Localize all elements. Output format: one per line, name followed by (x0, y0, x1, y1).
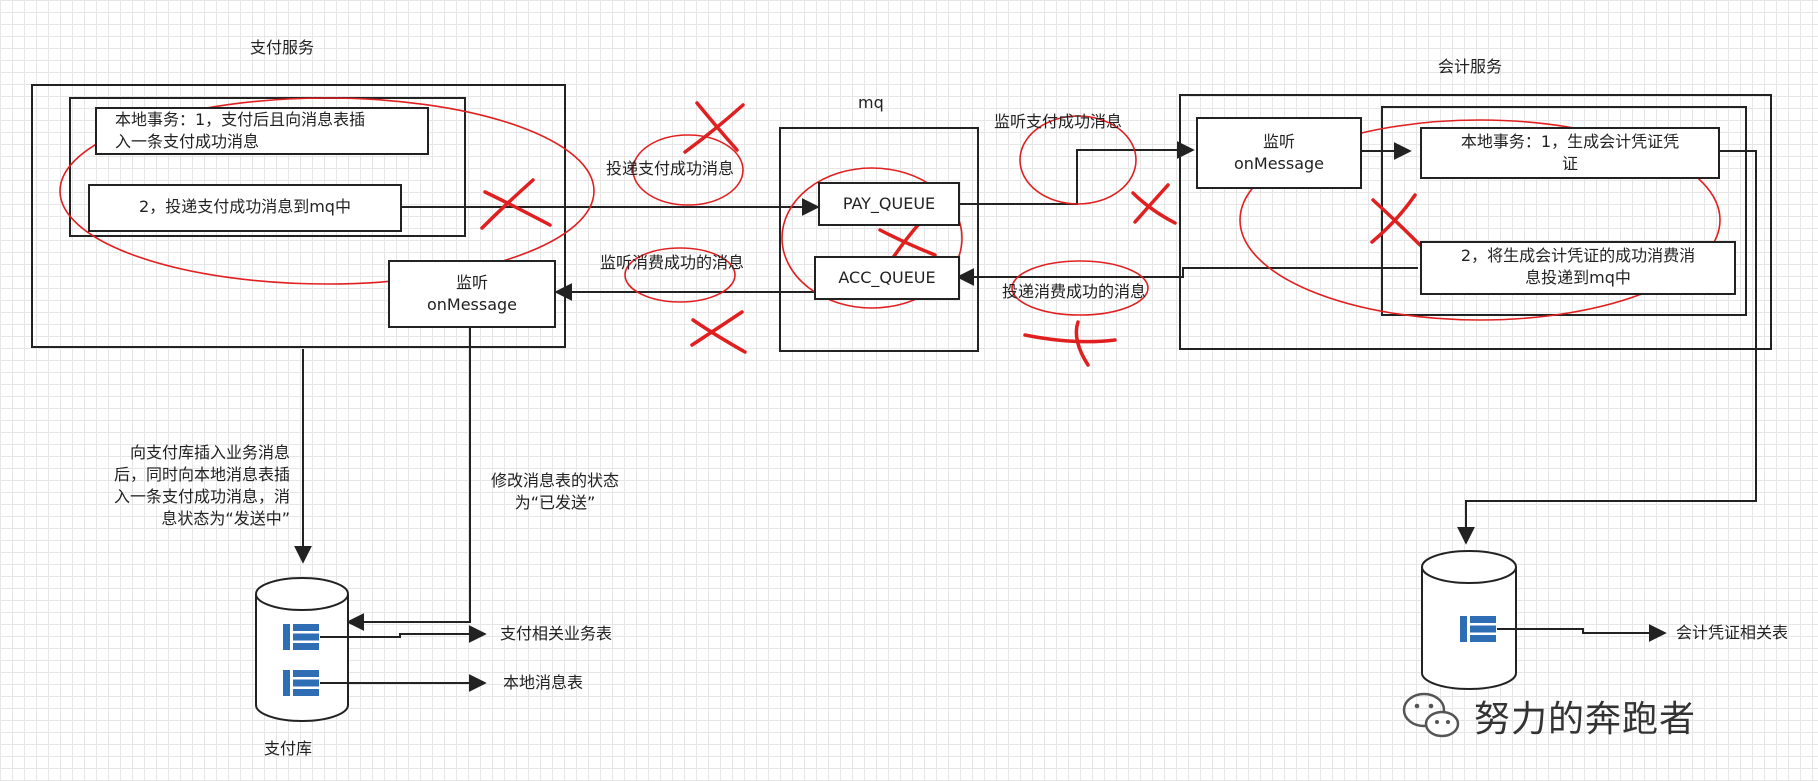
label-update-status-line2: 为“已发送” (514, 493, 596, 512)
annotation-ellipse (781, 167, 963, 309)
table-icon (283, 670, 319, 696)
label-deliver-pay-success: 投递支付成功消息 (606, 159, 735, 178)
accounting-db-cylinder (1421, 550, 1517, 690)
annotation-cross (1023, 320, 1117, 367)
payment-service-container (31, 84, 566, 348)
accounting-db-table1: 会计凭证相关表 (1676, 623, 1789, 642)
label-insert-business-line1: 向支付库插入业务消息 (129, 443, 290, 462)
accounting-local-tx-line2: 证 (1561, 154, 1578, 173)
accounting-listener-line1: 监听 (1262, 132, 1295, 151)
acc-queue-label: ACC_QUEUE (838, 268, 936, 287)
edge-accounting-step2-to-acc-queue (956, 267, 1418, 286)
annotation-cross (480, 178, 552, 230)
watermark: 努力的奔跑者 (1400, 690, 1696, 742)
pay-queue-box[interactable]: PAY_QUEUE (818, 182, 960, 226)
annotation-ellipse (1011, 260, 1149, 316)
watermark-text: 努力的奔跑者 (1474, 699, 1697, 740)
payment-db-name: 支付库 (264, 739, 313, 758)
table-icon (283, 624, 319, 650)
accounting-step2-line1: 2，将生成会计凭证的成功消费消 (1460, 246, 1696, 265)
payment-db-cylinder (255, 577, 349, 722)
label-listen-consume-success: 监听消费成功的消息 (600, 253, 745, 272)
payment-listener-line1: 监听 (455, 273, 488, 292)
accounting-service-title: 会计服务 (1438, 57, 1503, 76)
payment-listener-box[interactable]: 监听 onMessage (388, 260, 556, 328)
accounting-service-container (1179, 94, 1772, 350)
label-insert-business-line3: 入一条支付成功消息，消 (113, 487, 290, 506)
annotation-cross (683, 101, 745, 154)
annotation-ellipse (1019, 115, 1137, 205)
label-listen-pay-success: 监听支付成功消息 (994, 112, 1123, 131)
annotation-cross (1131, 183, 1177, 225)
mq-title: mq (858, 93, 884, 112)
label-update-status-line1: 修改消息表的状态 (490, 471, 619, 490)
payment-step2-label: 2，投递支付成功消息到mq中 (139, 197, 351, 216)
acc-queue-box[interactable]: ACC_QUEUE (814, 256, 960, 300)
payment-db-table2: 本地消息表 (503, 673, 584, 692)
wechat-logo-icon (1402, 692, 1460, 738)
annotation-ellipse (59, 97, 595, 285)
mq-container (779, 127, 979, 352)
payment-local-tx-line1: 本地事务：1，支付后且向消息表插 (115, 110, 366, 129)
label-update-status: 修改消息表的状态 为“已发送” (475, 470, 635, 514)
payment-db-table1: 支付相关业务表 (500, 624, 613, 643)
edge-listener-to-db (346, 326, 471, 631)
label-insert-business: 向支付库插入业务消息 后，同时向本地消息表插 入一条支付成功消息，消 息状态为“… (70, 442, 290, 530)
annotation-ellipse (1239, 119, 1721, 321)
label-insert-business-line4: 息状态为“发送中” (161, 509, 290, 528)
annotation-cross (1370, 193, 1422, 247)
accounting-local-tx-box[interactable]: 本地事务：1，生成会计凭证凭 证 (1420, 127, 1720, 179)
accounting-listener-line2: onMessage (1233, 154, 1325, 173)
edge-accounting-table-link (1497, 624, 1667, 642)
accounting-step2-box[interactable]: 2，将生成会计凭证的成功消费消 息投递到mq中 (1420, 241, 1736, 295)
payment-service-title: 支付服务 (250, 38, 315, 57)
payment-local-tx-line2: 入一条支付成功消息 (115, 132, 260, 151)
payment-listener-line2: onMessage (426, 295, 518, 314)
accounting-listener-box[interactable]: 监听 onMessage (1196, 117, 1362, 189)
label-insert-business-line2: 后，同时向本地消息表插 (113, 465, 290, 484)
accounting-local-tx-group (1381, 106, 1747, 316)
table-icon (1460, 616, 1496, 642)
annotation-ellipse (624, 247, 736, 303)
label-deliver-consume-success: 投递消费成功的消息 (1002, 282, 1147, 301)
payment-step2-box[interactable]: 2，投递支付成功消息到mq中 (88, 184, 402, 232)
payment-local-tx-box[interactable]: 本地事务：1，支付后且向消息表插 入一条支付成功消息 (95, 107, 429, 155)
accounting-step2-line2: 息投递到mq中 (1525, 268, 1631, 287)
accounting-local-tx-line1: 本地事务：1，生成会计凭证凭 (1460, 132, 1680, 151)
annotation-cross (690, 310, 747, 354)
edge-accounting-to-db (1457, 150, 1757, 545)
pay-queue-label: PAY_QUEUE (842, 194, 936, 213)
annotation-ellipse (632, 134, 744, 206)
edge-table1-link (320, 625, 487, 643)
